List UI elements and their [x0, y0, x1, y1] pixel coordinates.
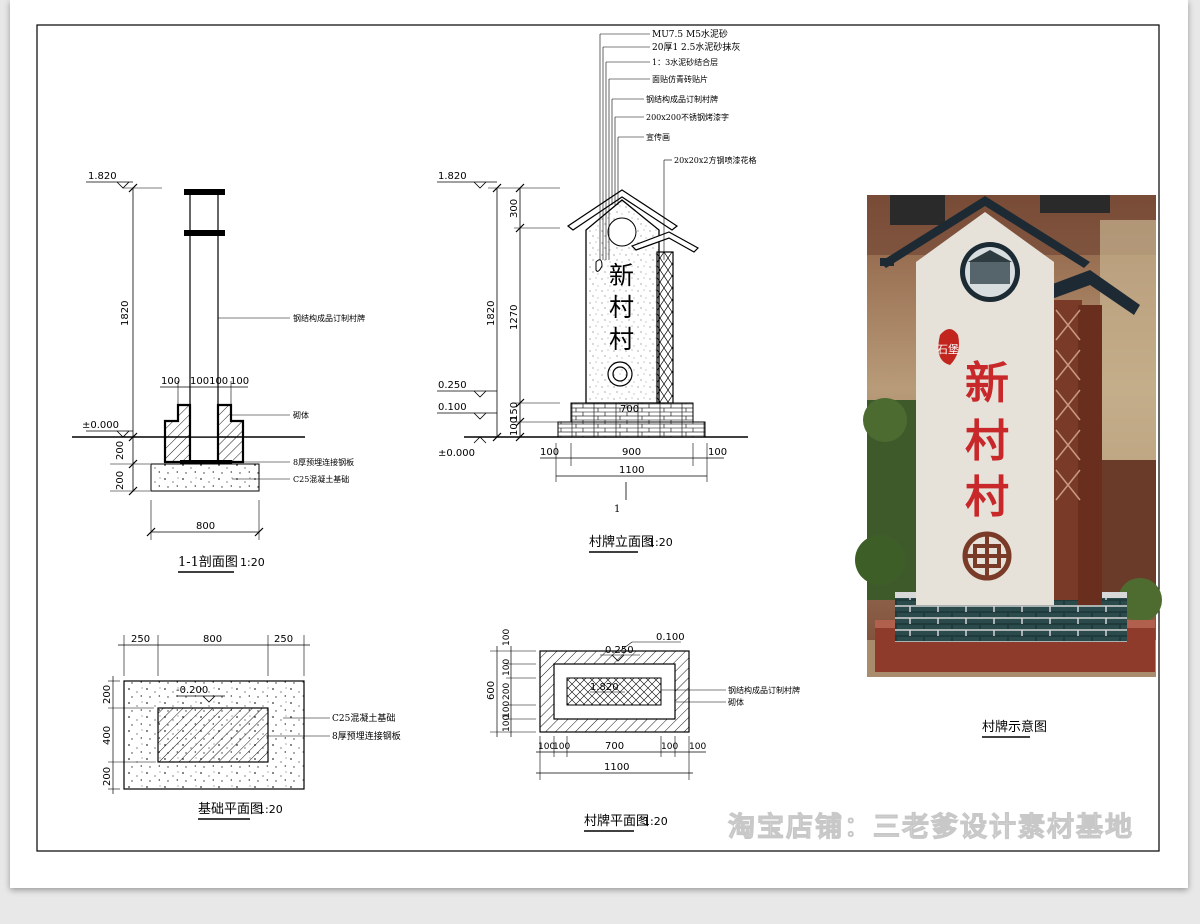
section-dim-top-3: 100: [230, 376, 249, 387]
elevation-dim-inner-4: 100: [509, 417, 520, 436]
photo-sign-char-3: 村: [965, 472, 1009, 523]
section-dim-top-2: 100100: [190, 376, 228, 387]
section-dim-height: 1820: [120, 301, 131, 326]
plan-dim-left-5: 100: [502, 715, 512, 732]
elevation-dim-inner-3: 150: [509, 402, 520, 421]
plan-title: 村牌平面图: [584, 813, 649, 829]
plan-scale: 1:20: [643, 815, 668, 828]
elevation-dim-outer: 1820: [486, 301, 497, 326]
drawing-frame: [36, 24, 1160, 852]
section-elev-ground: ±0.000: [82, 420, 119, 431]
section-dim-foot: 200: [115, 441, 126, 460]
elevation-title: 村牌立面图: [589, 534, 654, 550]
photo-sign-char-1: 新: [965, 358, 1009, 409]
elevation-callout-4: 面贴仿青砖贴片: [652, 74, 708, 84]
foundation-scale: 1:20: [258, 803, 283, 816]
plan-elev-3: 1.820: [590, 682, 619, 693]
foundation-title: 基础平面图: [198, 802, 263, 817]
section-dim-top-1: 100: [161, 376, 180, 387]
plan-dim-total: 1100: [604, 762, 629, 773]
elevation-dim-h-1: 100: [540, 447, 559, 458]
elevation-scale: 1:20: [648, 536, 673, 549]
plan-dim-left-4: 100: [502, 701, 512, 718]
elevation-dim-inner-2: 1270: [509, 305, 520, 330]
photo-caption: 村牌示意图: [982, 719, 1047, 735]
elevation-elev-2: 0.250: [438, 380, 467, 391]
elevation-dim-h-2: 900: [622, 447, 641, 458]
plan-dim-bottom-1: 100: [538, 742, 555, 752]
section-title: 1-1剖面图: [178, 555, 238, 570]
section-dim-width: 800: [196, 521, 215, 532]
plan-elev-2: 0.250: [605, 645, 634, 656]
sign-plan-view: 1.820 0.250 0.100 钢结构成品订制村牌 砌体 600 100 1…: [486, 629, 800, 832]
foundation-plan-view: 250 800 250 200 400 200 -0.200 C25混凝土基础 …: [102, 634, 401, 820]
foundation-callout-2: 8厚预埋连接钢板: [332, 730, 401, 742]
plan-elev-1: 0.100: [656, 632, 685, 643]
section-callout-3: 8厚预埋连接钢板: [293, 457, 354, 467]
elevation-callout-3: 1：3水泥砂结合层: [652, 57, 718, 67]
elevation-elev-4: ±0.000: [438, 448, 475, 459]
elevation-dim-h-3: 100: [708, 447, 727, 458]
plan-dim-bottom-4: 100: [661, 742, 678, 752]
foundation-dim-top-1: 250: [131, 634, 150, 645]
elevation-view: 新 村 村 700 MU7.5 M5水泥砂 20厚1 2.5水泥砂抹灰 1：3水…: [437, 28, 756, 553]
elevation-callout-1: MU7.5 M5水泥砂: [652, 28, 728, 40]
section-callout-4: C25混凝土基础: [293, 474, 349, 484]
plan-dim-left-1: 100: [502, 629, 512, 646]
sign-photo: 石堡 新 村 村 村牌示意图: [855, 195, 1162, 738]
drawing-sheet: 1.820 ±0.000 1820 200 200 100 100100 100…: [10, 0, 1188, 888]
elevation-elev-3: 0.100: [438, 402, 467, 413]
elevation-callout-5: 钢结构成品订制村牌: [646, 94, 718, 104]
elevation-callout-7: 宣传画: [646, 132, 670, 142]
foundation-dim-left-1: 200: [102, 685, 113, 704]
plan-dim-bottom-5: 100: [689, 742, 706, 752]
elevation-sign-char-3: 村: [609, 325, 634, 354]
elevation-dim-total: 1100: [619, 465, 644, 476]
plan-dim-left-3: 200: [502, 683, 512, 700]
plan-callout-1: 钢结构成品订制村牌: [728, 685, 800, 695]
watermark: 淘宝店铺：三老爹设计素材基地: [728, 812, 1134, 844]
foundation-dim-left-3: 200: [102, 767, 113, 786]
photo-sign-char-2: 村: [965, 416, 1009, 467]
section-dim-base: 200: [115, 471, 126, 490]
cad-drawing: 1.820 ±0.000 1820 200 200 100 100100 100…: [36, 24, 1162, 852]
foundation-callout-1: C25混凝土基础: [332, 712, 395, 724]
foundation-elev: -0.200: [176, 685, 208, 696]
foundation-dim-top-3: 250: [274, 634, 293, 645]
section-callout-1: 钢结构成品订制村牌: [293, 313, 365, 323]
section-scale: 1:20: [240, 556, 265, 569]
elevation-callout-6: 200x200不锈钢烤漆字: [646, 112, 729, 122]
foundation-dim-left-2: 400: [102, 726, 113, 745]
section-callout-2: 砌体: [293, 410, 309, 420]
plan-callout-2: 砌体: [728, 697, 744, 707]
photo-badge: 石堡: [937, 342, 959, 356]
plan-dim-bottom-2: 100: [553, 742, 570, 752]
plan-dim-left-outer: 600: [486, 681, 497, 700]
section-view: 1.820 ±0.000 1820 200 200 100 100100 100…: [72, 171, 365, 573]
elevation-sign-char-2: 村: [609, 293, 634, 322]
elevation-callout-2: 20厚1 2.5水泥砂抹灰: [652, 41, 740, 53]
elevation-elev-1: 1.820: [438, 171, 467, 182]
elevation-dim-mid: 700: [620, 404, 639, 415]
elevation-dim-inner-1: 300: [509, 199, 520, 218]
section-elev-top: 1.820: [88, 171, 117, 182]
elevation-sign-char-1: 新: [609, 261, 634, 290]
foundation-dim-top-2: 800: [203, 634, 222, 645]
elevation-callout-8: 20x20x2方钢喷漆花格: [674, 155, 756, 165]
plan-dim-left-2: 100: [502, 659, 512, 676]
plan-dim-bottom-3: 700: [605, 741, 624, 752]
elevation-section-mark: 1: [614, 504, 620, 515]
